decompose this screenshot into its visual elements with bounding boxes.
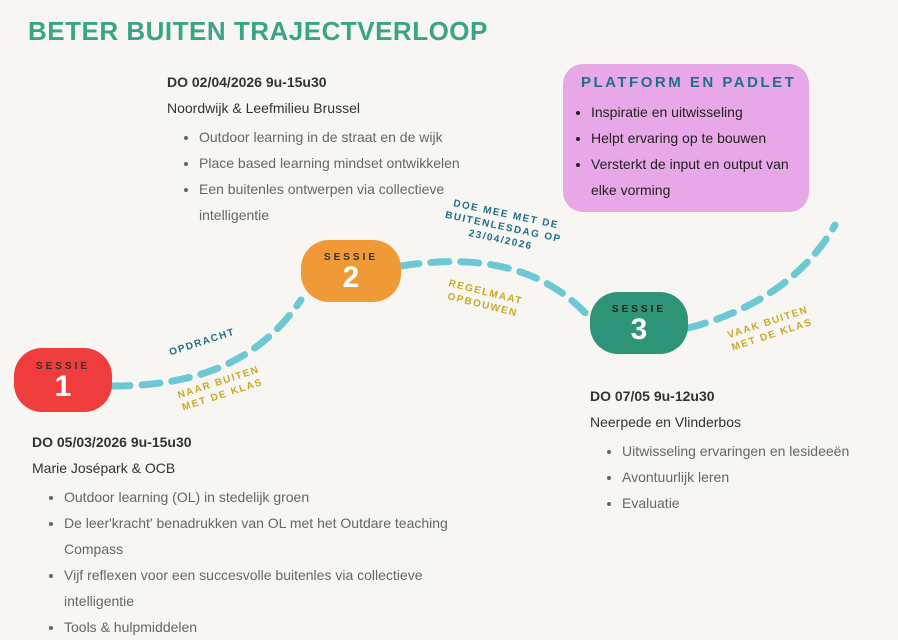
session-bullets: Uitwisseling ervaringen en lesideeën Avo… [590,438,870,516]
session-2-badge: SESSIE 2 [301,240,401,302]
session-label: SESSIE [323,251,379,263]
session-number: 2 [342,260,360,294]
list-item: Place based learning mindset ontwikkelen [199,150,467,176]
platform-bullets: Inspiratie en uitwisseling Helpt ervarin… [563,99,809,203]
list-item: Helpt ervaring op te bouwen [591,125,809,151]
session-1-details: DO 05/03/2026 9u-15u30 Marie Josépark & … [32,434,492,640]
list-item: De leer'kracht' benadrukken van OL met h… [64,510,492,562]
session-date: DO 05/03/2026 9u-15u30 [32,434,192,450]
list-item: Outdoor learning in de straat en de wijk [199,124,467,150]
list-item: Uitwisseling ervaringen en lesideeën [622,438,870,464]
list-item: Outdoor learning (OL) in stedelijk groen [64,484,492,510]
session-3-badge: SESSIE 3 [590,292,688,354]
session-date: DO 02/04/2026 9u-15u30 [167,74,327,90]
session-1-badge: SESSIE 1 [14,348,112,412]
session-3-details: DO 07/05 9u-12u30 Neerpede en Vlinderbos… [590,388,870,516]
session-number: 1 [54,369,72,403]
session-place: Noordwijk & Leefmilieu Brussel [167,100,360,116]
page-title: BETER BUITEN TRAJECTVERLOOP [28,16,488,46]
session-bullets: Outdoor learning in de straat en de wijk… [167,124,467,228]
list-item: Avontuurlijk leren [622,464,870,490]
platform-box: PLATFORM EN PADLET Inspiratie en uitwiss… [563,64,809,212]
list-item: Tools & hulpmiddelen [64,614,492,640]
session-date: DO 07/05 9u-12u30 [590,388,715,404]
session-place: Neerpede en Vlinderbos [590,414,741,430]
session-label: SESSIE [611,303,667,315]
list-item: Vijf reflexen voor een succesvolle buite… [64,562,492,614]
list-item: Versterkt de input en output van elke vo… [591,151,809,203]
list-item: Evaluatie [622,490,870,516]
session-bullets: Outdoor learning (OL) in stedelijk groen… [32,484,492,640]
session-label: SESSIE [35,360,91,372]
session-place: Marie Josépark & OCB [32,460,176,476]
dashed-route [108,221,839,390]
platform-title: PLATFORM EN PADLET [581,74,797,91]
list-item: Een buitenles ontwerpen via collectieve … [199,176,467,228]
list-item: Inspiratie en uitwisseling [591,99,809,125]
session-2-details: DO 02/04/2026 9u-15u30 Noordwijk & Leefm… [167,74,467,228]
session-number: 3 [630,312,648,346]
